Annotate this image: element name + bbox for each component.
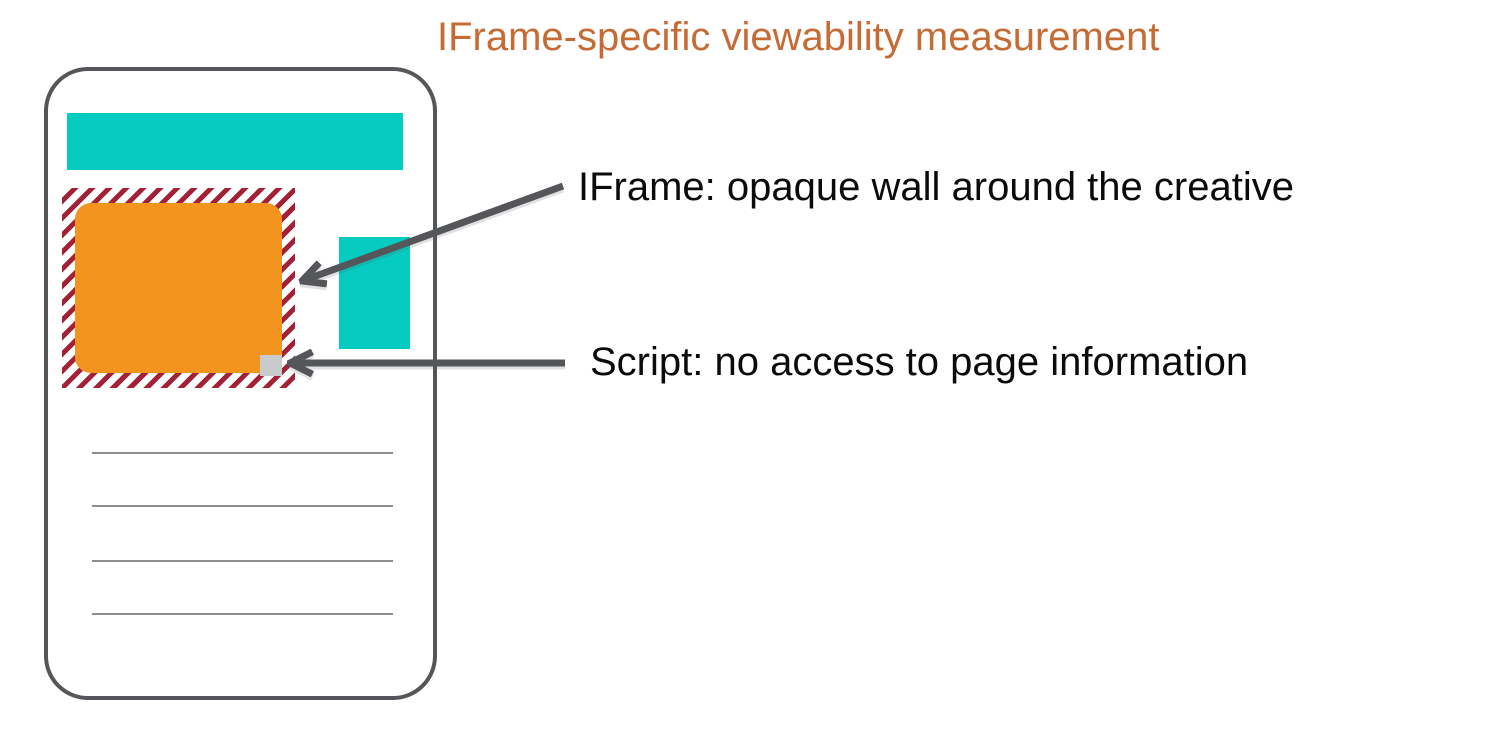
webpage-mockup [44, 67, 437, 700]
sidebar-ad-block [339, 237, 410, 349]
text-line [92, 613, 393, 615]
text-line [92, 452, 393, 454]
script-annotation-label: Script: no access to page information [590, 340, 1249, 384]
ad-creative-block [75, 203, 282, 373]
text-line [92, 560, 393, 562]
header-bar-block [67, 113, 403, 170]
iframe-hatched-border [62, 188, 295, 388]
iframe-annotation-label: IFrame: opaque wall around the creative [578, 165, 1294, 209]
page-title: IFrame-specific viewability measurement [437, 15, 1160, 59]
text-line [92, 505, 393, 507]
script-pixel-block [260, 355, 282, 376]
